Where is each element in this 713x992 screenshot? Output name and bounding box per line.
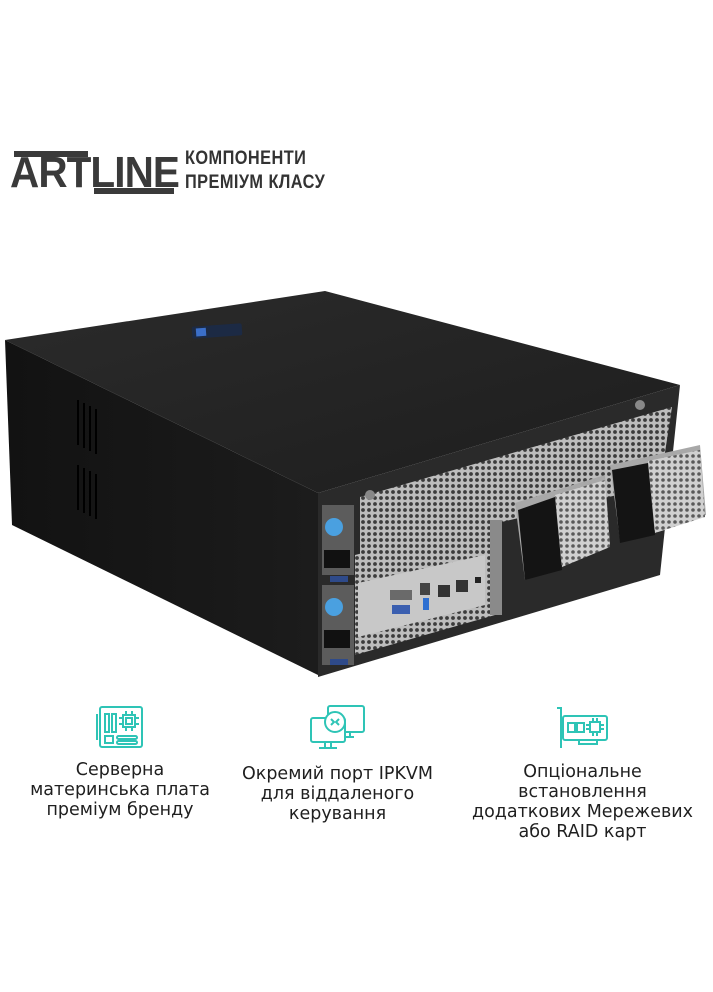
feature-3-line-4: або RAID карт [518, 822, 647, 842]
feature-ipkvm: Окремий порт IPKVM для віддаленого керув… [215, 704, 460, 824]
feature-3-line-3: додаткових Мережевих [471, 802, 694, 822]
brand-header: ARTLINE КОМПОНЕНТИ ПРЕМІУМ КЛАСУ [10, 146, 348, 196]
expansion-card-icon [556, 707, 608, 748]
server-product-image [5, 291, 706, 677]
brand-tagline: КОМПОНЕНТИ ПРЕМІУМ КЛАСУ [185, 147, 325, 195]
feature-1-line-3: преміум бренду [46, 800, 194, 820]
feature-2-line-2: для віддаленого [260, 784, 415, 804]
feature-1-line-2: материнська плата [30, 780, 210, 800]
remote-desktop-icon [309, 705, 365, 749]
logo-bar-top [14, 151, 88, 157]
artline-logo: ARTLINE [10, 148, 180, 195]
feature-2-line-1: Окремий порт IPKVM [241, 764, 433, 784]
feature-3-line-2: встановлення [518, 782, 647, 802]
feature-expansion-cards: Опціональне встановлення додаткових Мере… [455, 704, 710, 842]
feature-2-line-3: керування [288, 804, 387, 824]
logo-text: ARTLINE [10, 148, 180, 197]
motherboard-icon [96, 706, 143, 748]
feature-motherboard: Серверна материнська плата преміум бренд… [20, 704, 220, 820]
logo-bar-bottom [94, 188, 174, 194]
tagline-line-2: ПРЕМІУМ КЛАСУ [185, 172, 326, 193]
feature-3-line-1: Опціональне [523, 762, 642, 782]
feature-1-line-1: Серверна [75, 760, 165, 780]
tagline-line-1: КОМПОНЕНТИ [185, 148, 307, 169]
